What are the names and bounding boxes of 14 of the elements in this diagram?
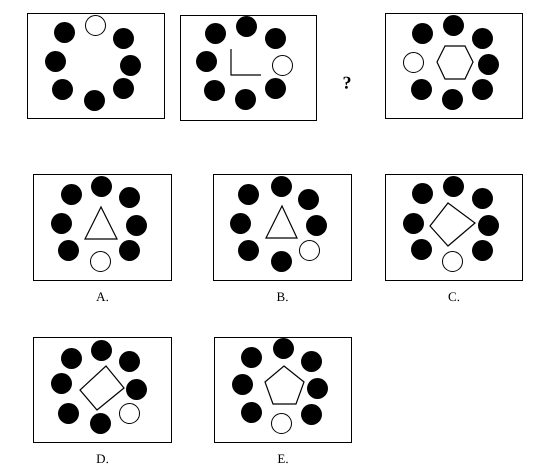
puzzle-panel xyxy=(385,13,523,119)
puzzle-panel xyxy=(180,15,317,121)
puzzle-panel xyxy=(27,13,165,119)
puzzle-panel xyxy=(213,174,352,281)
question-mark: ? xyxy=(342,72,352,94)
puzzle-panel xyxy=(214,337,352,443)
option-label: E. xyxy=(277,451,289,466)
puzzle-panel xyxy=(385,174,523,281)
puzzle-panel xyxy=(33,337,172,443)
option-label: C. xyxy=(448,289,460,304)
puzzle-panel xyxy=(33,174,172,281)
option-label: D. xyxy=(96,451,109,466)
option-label: A. xyxy=(96,289,109,304)
option-label: B. xyxy=(276,289,288,304)
